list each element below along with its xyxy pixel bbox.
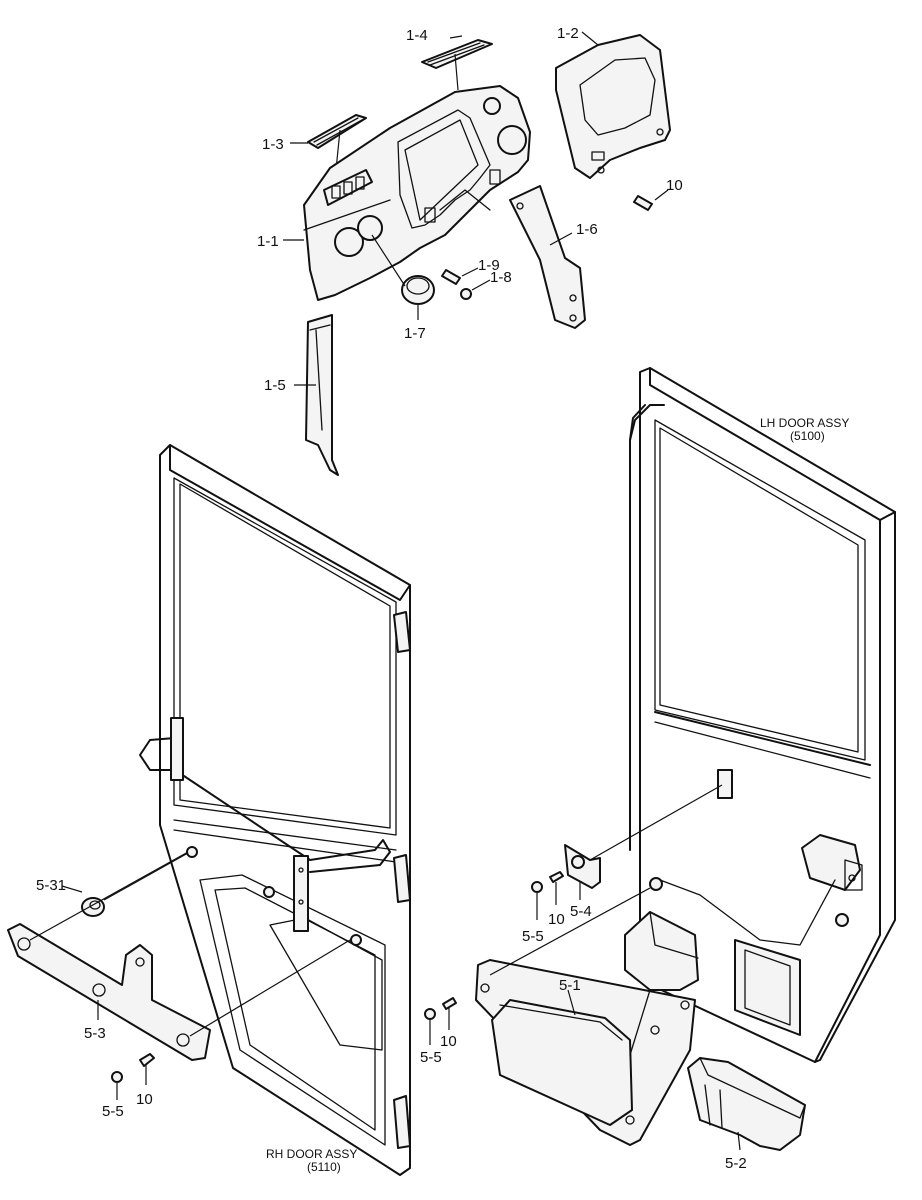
label-1-2: 1-2 xyxy=(557,25,579,42)
part-1-8-plug xyxy=(460,279,491,300)
label-5-3: 5-3 xyxy=(84,1025,106,1042)
label-5-1: 5-1 xyxy=(559,977,581,994)
lh-door-title: LH DOOR ASSY xyxy=(760,416,849,430)
part-1-1-dash-panel xyxy=(303,85,531,301)
label-1-7: 1-7 xyxy=(404,325,426,342)
part-1-4-vent xyxy=(421,39,493,91)
part-10-screw-rh xyxy=(111,1053,155,1100)
rh-door-code: (5110) xyxy=(307,1160,341,1174)
label-1-5: 1-5 xyxy=(264,377,286,394)
label-1-1: 1-1 xyxy=(257,233,279,250)
part-5-1-storage-box xyxy=(475,877,699,1146)
part-1-5-pillar xyxy=(305,314,339,476)
rh-door-assembly xyxy=(139,444,411,1176)
lh-door-assembly xyxy=(629,367,896,1063)
part-1-6-bracket xyxy=(509,185,586,329)
label-5-2: 5-2 xyxy=(725,1155,747,1172)
label-5-5-lh-upper: 5-5 xyxy=(522,928,544,945)
label-leaders xyxy=(283,31,599,386)
part-5-2-tray xyxy=(687,1057,806,1151)
label-10-rh: 10 xyxy=(136,1091,153,1108)
label-5-5-lh-lower: 5-5 xyxy=(420,1049,442,1066)
label-10-lh-upper: 10 xyxy=(548,911,565,928)
part-1-7-knob xyxy=(371,234,435,320)
label-1-6: 1-6 xyxy=(576,221,598,238)
part-1-2-cover xyxy=(555,34,671,179)
label-10-lh-lower: 10 xyxy=(440,1033,457,1050)
label-1-8: 1-8 xyxy=(490,269,512,286)
label-5-31: 5-31 xyxy=(36,877,66,894)
label-1-3: 1-3 xyxy=(262,136,284,153)
part-5-3-plate xyxy=(7,851,351,1061)
lh-door-code: (5100) xyxy=(790,429,825,443)
label-5-5-rh: 5-5 xyxy=(102,1103,124,1120)
label-10-top: 10 xyxy=(666,177,683,194)
label-5-4: 5-4 xyxy=(570,903,592,920)
part-10-screw-lh-lower xyxy=(424,997,457,1045)
label-1-4: 1-4 xyxy=(406,27,428,44)
part-10-screw-lh-upper xyxy=(531,871,564,920)
rh-door-title: RH DOOR ASSY xyxy=(266,1147,357,1161)
part-1-9-screw xyxy=(441,267,479,285)
part-10-screw-top xyxy=(633,189,669,211)
part-1-3-vent xyxy=(307,114,367,181)
label-1-9: 1-9 xyxy=(478,257,500,274)
part-5-4-bracket xyxy=(564,784,723,900)
